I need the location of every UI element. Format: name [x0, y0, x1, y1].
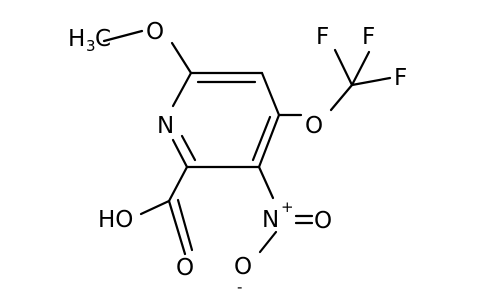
bond-c2-cacid [167, 165, 189, 203]
acid-oh-label: HO [98, 207, 133, 233]
bond-cacid-o [167, 199, 187, 256]
bond-o-c6 [170, 41, 193, 75]
ocf3-o-label: O [305, 113, 323, 139]
bond-nitro-o-bottom [258, 230, 278, 254]
bond-methyl-o [102, 29, 144, 43]
bond-cf3-f-top [350, 50, 371, 87]
nitro-o-right-label: O [314, 208, 332, 234]
bond-cf3-f-right [350, 76, 392, 87]
atom-labels: H 3 C O N O F F F N + O O - HO O [68, 19, 407, 296]
methoxy-o-label: O [146, 19, 164, 45]
methyl-c-label: C [95, 26, 111, 52]
ring-n-label: N [157, 113, 174, 139]
bond-o-cf3 [329, 83, 354, 112]
methyl-subscript: 3 [86, 37, 96, 55]
bond-c3-nitro [257, 165, 275, 200]
nitro-o-charge: - [237, 278, 242, 296]
fluorine-left-label: F [316, 24, 329, 50]
bond-c2-n [171, 138, 189, 169]
acid-o-label: O [176, 255, 194, 281]
bond-c4-c3-double [251, 115, 272, 162]
bond-c2-n-double [180, 134, 197, 162]
bond-cacid-oh [139, 199, 171, 216]
bond-cf3-f-left [333, 48, 354, 87]
fluorine-top-label: F [362, 24, 375, 50]
bond-cacid-o-double [176, 198, 194, 252]
bond-c5-c4 [260, 71, 281, 117]
nitro-n-label: N [262, 207, 279, 233]
bond-n-c6 [171, 71, 193, 108]
bond-c4-c3 [257, 113, 281, 169]
nitro-o-bottom-label: O [234, 254, 252, 280]
bonds [102, 29, 392, 256]
fluorine-right-label: F [394, 65, 407, 91]
nitro-n-charge: + [281, 198, 294, 216]
methyl-h-label: H [68, 26, 85, 52]
